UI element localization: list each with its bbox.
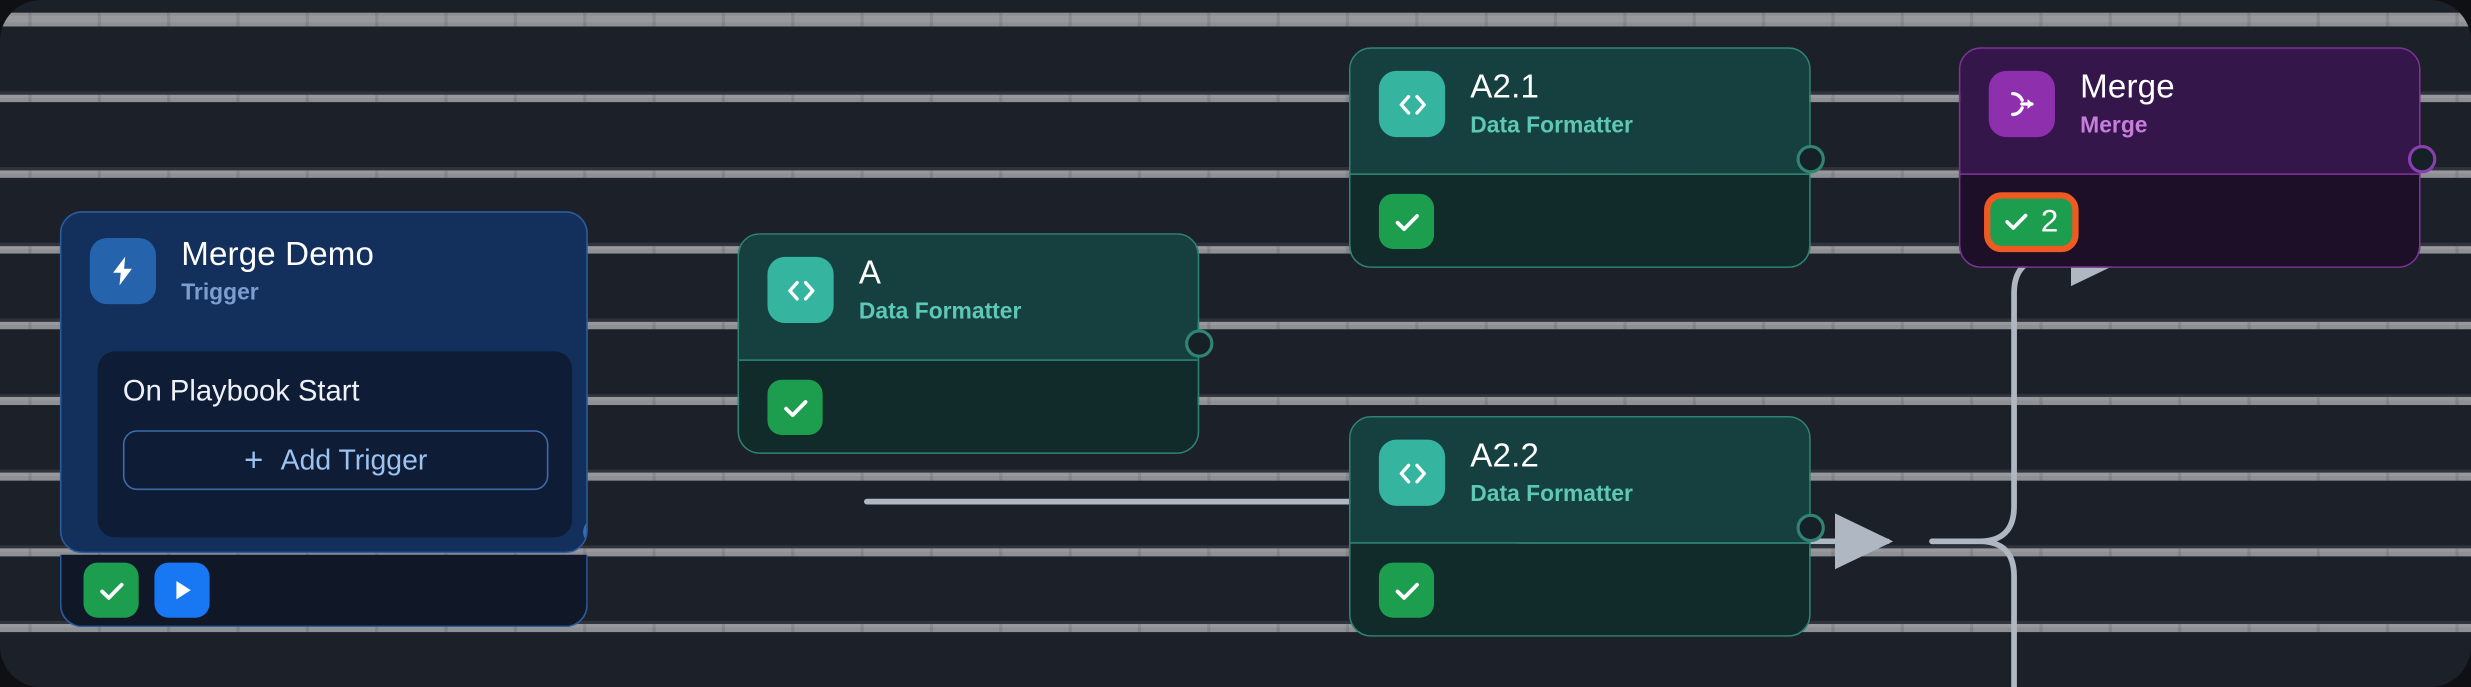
node-subtitle: Data Formatter bbox=[1470, 113, 1633, 139]
merge-status-count: 2 bbox=[2040, 204, 2059, 239]
node-title: A2.1 bbox=[1470, 69, 1540, 106]
run-button[interactable] bbox=[154, 562, 210, 618]
node-a-footer bbox=[739, 360, 1198, 453]
check-status-button[interactable] bbox=[1378, 193, 1435, 249]
edge-a-to-a21 bbox=[1929, 230, 2130, 545]
code-brackets-icon bbox=[767, 256, 834, 324]
node-a[interactable]: A Data Formatter bbox=[737, 233, 1200, 454]
node-a21-footer bbox=[1350, 174, 1810, 267]
node-title: Merge bbox=[2080, 69, 2175, 106]
trigger-footer-actions bbox=[59, 554, 588, 628]
node-a22-header: A2.2 Data Formatter bbox=[1350, 417, 1810, 544]
lightning-bolt-icon bbox=[89, 237, 157, 305]
node-a22[interactable]: A2.2 Data Formatter bbox=[1348, 416, 1811, 637]
node-title: A2.2 bbox=[1470, 438, 1540, 475]
node-merge-footer: 2 bbox=[1960, 174, 2419, 267]
node-a21-output-port[interactable] bbox=[1796, 144, 1825, 174]
node-a21[interactable]: A2.1 Data Formatter bbox=[1348, 47, 1811, 268]
check-status-button[interactable] bbox=[1378, 562, 1435, 618]
node-a22-output-port[interactable] bbox=[1796, 513, 1825, 543]
node-merge-output-port[interactable] bbox=[2407, 144, 2437, 174]
merge-status-badge[interactable]: 2 bbox=[1984, 191, 2079, 252]
node-merge[interactable]: Merge Merge 2 bbox=[1958, 47, 2421, 268]
add-trigger-button[interactable]: + Add Trigger bbox=[122, 430, 549, 491]
node-a-header: A Data Formatter bbox=[739, 234, 1198, 361]
trigger-output-port[interactable] bbox=[583, 518, 587, 546]
trigger-event-label: On Playbook Start bbox=[122, 373, 360, 407]
node-a21-header: A2.1 Data Formatter bbox=[1350, 48, 1810, 175]
node-merge-header: Merge Merge bbox=[1960, 48, 2419, 175]
check-icon bbox=[2005, 213, 2028, 230]
node-a-output-port[interactable] bbox=[1185, 329, 1214, 358]
node-subtitle: Trigger bbox=[181, 280, 259, 306]
check-status-button[interactable] bbox=[83, 562, 139, 618]
code-brackets-icon bbox=[1378, 439, 1446, 506]
node-subtitle: Data Formatter bbox=[858, 299, 1022, 325]
trigger-header: Merge Demo Trigger bbox=[61, 213, 586, 311]
node-trigger[interactable]: Merge Demo Trigger On Playbook Start + A… bbox=[59, 211, 588, 554]
node-title: A bbox=[858, 255, 882, 292]
merge-arrow-icon bbox=[1988, 70, 2055, 138]
code-brackets-icon bbox=[1378, 70, 1446, 138]
check-status-button[interactable] bbox=[767, 379, 823, 435]
edge-a-to-a22 bbox=[1929, 538, 2017, 687]
node-subtitle: Merge bbox=[2080, 113, 2148, 139]
node-title: Merge Demo bbox=[181, 236, 375, 273]
node-subtitle: Data Formatter bbox=[1470, 482, 1633, 508]
trigger-panel: On Playbook Start + Add Trigger bbox=[97, 351, 573, 538]
node-a22-footer bbox=[1350, 543, 1810, 636]
add-trigger-label: Add Trigger bbox=[280, 443, 428, 476]
plus-icon: + bbox=[243, 442, 264, 479]
